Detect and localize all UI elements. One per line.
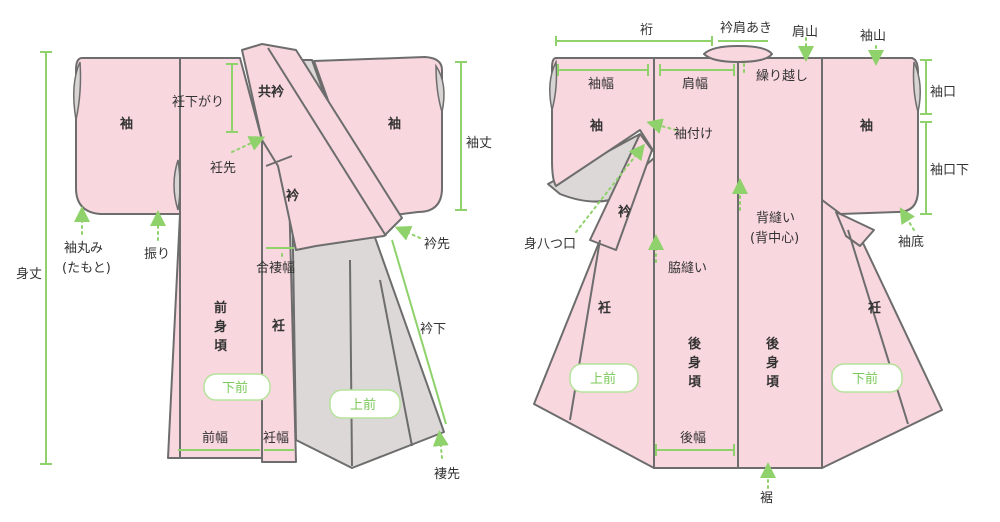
back-shitamae-label: 下前 [852,371,878,387]
back-collar [703,45,773,63]
back-shitamae-badge [831,363,903,393]
back-right-sleeve-cuff [912,61,921,113]
front-erisaki-label: 衿先 [424,237,450,252]
front-left-sleeve-cuff [73,61,82,121]
front-uwamae-label: 上前 [350,397,376,413]
back-sodeguchishita-label: 袖口下 [930,163,969,178]
back-sode-right-label: 袖 [860,118,873,134]
back-sode-left-label: 袖 [590,118,603,134]
back-ushiromigoro-right-char1: 後 [766,336,780,352]
back-uwamae-label: 上前 [590,371,616,387]
back-right-okumi-seam [847,229,909,425]
back-sodeguchi-label: 袖口 [930,85,956,100]
back-left-sleeve-cuff [549,59,558,111]
back-sodetsuke-label: 袖付け [674,127,713,142]
back-ushiromigoro-right-char2: 身 [766,355,779,371]
front-okumi-label: 衽 [271,318,285,334]
back-sodezoko-label: 袖底 [898,234,924,250]
front-tamoto-label: (たもと) [62,261,111,276]
erisaki-pointer [394,225,421,241]
sodetsuke-pointer [646,118,677,134]
front-uwamae-badge [329,389,401,419]
back-uwamae-badge [569,363,639,393]
back-kurikoshi-label: 繰り越し [756,69,808,84]
sodezoko-pointer [899,207,916,231]
back-sodeyama-label: 袖山 [860,29,886,44]
front-sodemarumi-label: 袖丸み [64,241,103,256]
front-collar-seam [267,47,387,237]
front-tomoeri-label: 共衿 [258,84,284,100]
front-aiwaku-label: 合褄幅 [256,261,295,276]
back-right-small-flap [835,211,875,247]
back-katahaba-label: 肩幅 [682,76,708,92]
back-left-okumi [533,157,655,469]
front-maemigoro-char3: 頃 [214,339,228,354]
front-inner-seam-2 [379,279,413,447]
tsumasaki-pointer [432,430,449,459]
miyatsukuchi-pointer [575,143,645,233]
back-sechushin-label: (背中心) [750,231,799,246]
front-right-sleeve [313,56,443,219]
front-eri-label: 衿 [286,188,299,204]
front-maehaba-label: 前幅 [202,430,228,446]
back-senui-label: 背縫い [756,211,795,226]
front-maemigoro-char2: 身 [214,319,227,335]
front-tsumasaki-label: 褄先 [434,467,460,482]
front-shitamae-label: 下前 [222,380,248,396]
back-okumi-left-label: 衽 [597,300,611,316]
back-ushirohaba-label: 後幅 [680,431,706,446]
front-inner-seam-1 [349,259,353,467]
back-erikata-label: 衿肩あき [720,20,772,36]
front-okumi-saki-label: 衽先 [210,161,236,176]
back-yuki-label: 裄 [640,23,653,38]
front-left-sleeve [75,57,181,215]
front-erishita-label: 衿下 [420,322,446,337]
back-ushiromigoro-right-char3: 頃 [766,375,780,390]
front-right-sleeve-cuff [435,63,445,113]
front-sodetake-label: 袖丈 [466,136,492,151]
back-eri-label: 衿 [618,204,631,220]
front-tomoeri-seam [265,155,293,167]
back-left-sleeve [551,57,655,187]
back-katayama-label: 肩山 [792,24,818,40]
front-mitake-label: 身丈 [16,266,42,282]
back-ushiromigoro-left-char3: 頃 [688,375,702,390]
front-shitamae-badge [203,373,271,401]
back-wakinui-label: 脇縫い [668,261,707,276]
back-sodehaba-label: 袖幅 [588,77,614,92]
back-view: 裄 衿肩あき 肩山 袖山 袖幅 肩幅 繰り越し 袖口 袖 袖 袖付け 袖口下 衿… [524,20,969,506]
back-okumi-right-label: 衽 [867,300,881,316]
front-maemigoro-char1: 前 [214,300,227,316]
okumisaki-pointer [231,136,266,153]
front-sode-right-label: 袖 [388,116,401,132]
erishita-measure [391,239,447,425]
back-miyatsukuchi-label: 身八つ口 [524,236,576,252]
back-ushiromigoro-left-char1: 後 [688,336,702,352]
back-left-collar-flap [589,133,653,251]
front-furi-label: 振り [144,247,170,262]
back-suso-label: 裾 [760,491,773,506]
back-ushiromigoro-left-char2: 身 [688,355,701,371]
back-right-sleeve [821,57,919,215]
front-sode-left-label: 袖 [120,116,133,132]
front-okumihaba-label: 衽幅 [263,431,289,446]
front-view: 袖 袖 共衿 衽下がり 衽先 衿 袖丈 袖丸み (たもと) 振り 身丈 衿先 合… [16,43,492,482]
front-okumi-sagari-label: 衽下がり [172,95,224,110]
